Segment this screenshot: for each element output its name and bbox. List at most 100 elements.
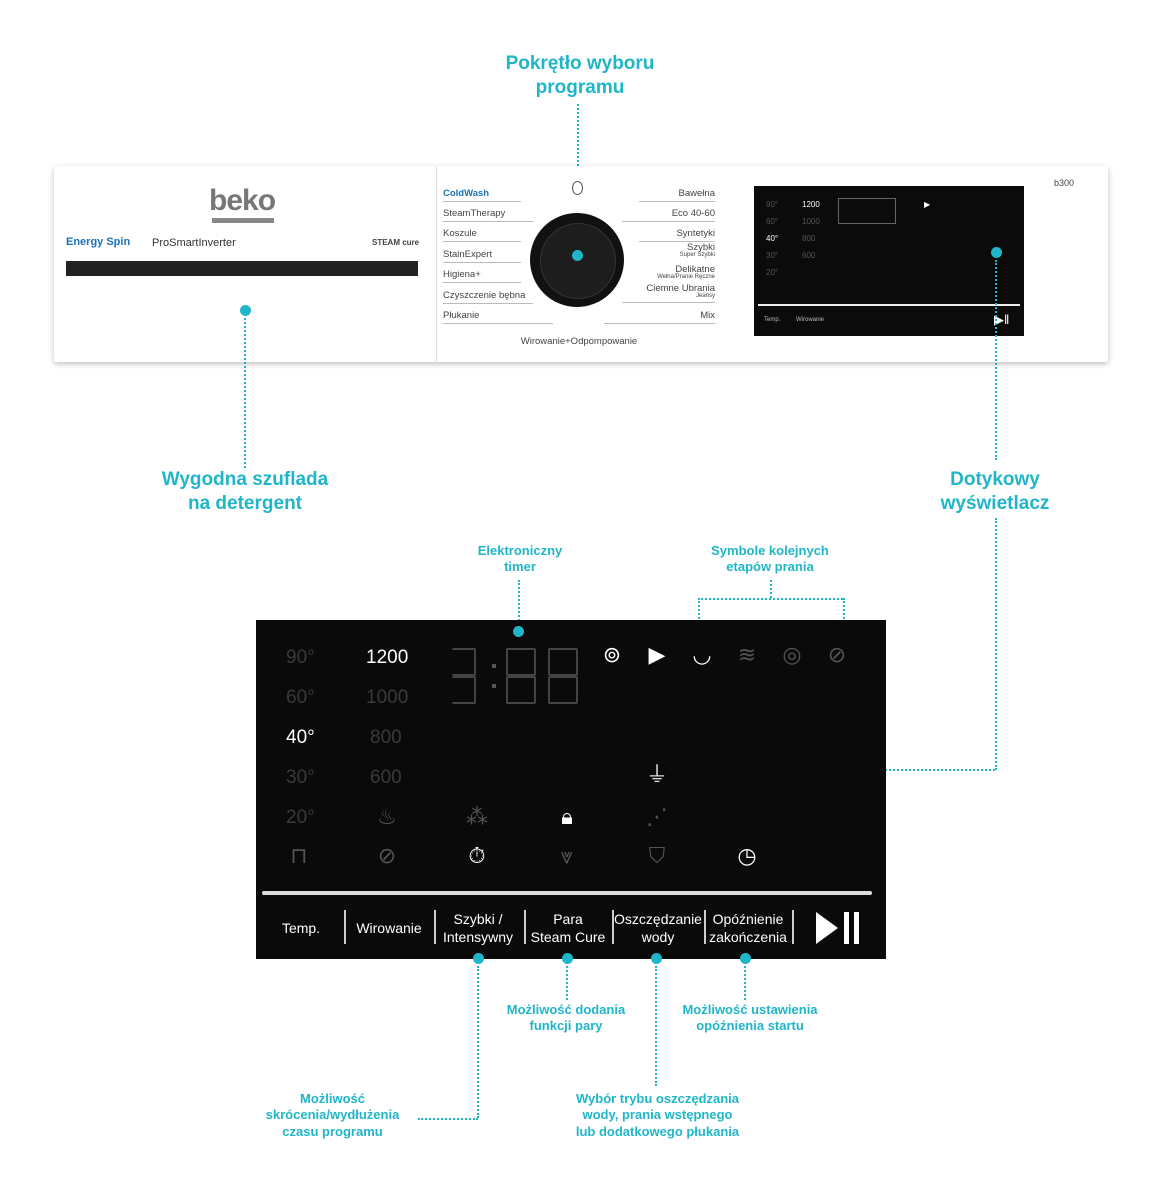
program-coldwash: ColdWash	[443, 188, 490, 199]
mini-timer-digits	[838, 198, 896, 224]
timer-digit-1	[452, 648, 476, 676]
spin-1200[interactable]: 1200	[366, 647, 409, 668]
button-separator	[612, 910, 614, 944]
steamcure-label: STEAM cure	[372, 238, 420, 247]
callout-knob-text: Pokrętło wyboru programu	[505, 53, 655, 98]
program-line	[443, 262, 521, 263]
program-line	[443, 201, 521, 202]
display-leader-bottom	[995, 518, 997, 770]
play-pause-icon[interactable]	[814, 910, 864, 946]
spin-button[interactable]: Wirowanie	[348, 908, 430, 948]
steam-button-label-2: Steam Cure	[530, 929, 606, 945]
program-szybki-sub: Super Szybki	[679, 252, 715, 258]
program-eco: Eco 40-60	[671, 208, 715, 219]
quick-leader-vertical	[477, 966, 479, 1118]
program-line	[639, 201, 715, 202]
display-leader-top	[995, 260, 997, 460]
steam-button-label-1: Para	[553, 911, 583, 927]
steam-cure-button[interactable]: Para Steam Cure	[528, 908, 608, 948]
callout-stages-line2: etapów prania	[726, 559, 814, 575]
delay-end-button[interactable]: Opóźnienie zakończenia	[706, 908, 790, 948]
temp-20[interactable]: 20°	[286, 807, 315, 828]
program-line	[443, 241, 521, 242]
button-separator	[434, 910, 436, 944]
stages-leader-center	[770, 580, 772, 598]
mini-touch-display[interactable]: 90° 60° 40° 30° 20° 1200 1000 800 600 ▶	[754, 186, 1024, 336]
timer-digit-3	[548, 648, 578, 676]
steam-leader-line	[566, 966, 568, 1000]
spin-button-label: Wirowanie	[356, 920, 422, 936]
mini-btn-spin[interactable]: Wirowanie	[796, 317, 825, 323]
touch-display[interactable]: 90° 60° 40° 30° 20° 1200 1000 800 600 ⊚ …	[256, 620, 886, 959]
electronic-timer	[452, 648, 582, 706]
mini-btn-temp[interactable]: Temp.	[764, 317, 781, 323]
program-wirowanie-odpompowanie: Wirowanie+Odpompowanie	[520, 336, 638, 347]
button-separator	[704, 910, 706, 944]
spin-800[interactable]: 800	[370, 727, 402, 748]
timer-dot	[513, 626, 524, 637]
rinse-stage-icon: ≋	[737, 642, 757, 667]
quick-intensive-button[interactable]: Szybki / Intensywny	[438, 908, 518, 948]
temp-button[interactable]: Temp.	[268, 908, 334, 948]
water-save-button[interactable]: Oszczędzanie wody	[614, 908, 702, 948]
program-koszule: Koszule	[443, 228, 477, 239]
callout-drawer: Wygodna szuflada na detergent	[140, 468, 350, 516]
program-czyszczenie: Czyszczenie bębna	[443, 290, 526, 301]
prosmart-label: ProSmartInverter	[152, 237, 236, 249]
callout-shorten-line1: Możliwość	[299, 1091, 365, 1106]
callout-delay-line2: opóźnienia startu	[696, 1018, 804, 1034]
drain-icon: ⏚	[645, 762, 668, 787]
temp-90[interactable]: 90°	[286, 647, 315, 668]
delay-timer-icon: ◷	[737, 843, 757, 868]
callout-timer-line1: Elektroniczny	[477, 543, 563, 558]
delay-dot	[740, 953, 751, 964]
temp-button-label: Temp.	[281, 920, 321, 936]
quick-button-label-1: Szybki /	[453, 911, 503, 927]
spin-600[interactable]: 600	[370, 767, 402, 788]
callout-shorten-line3: czasu programu	[282, 1123, 383, 1139]
callout-display-line1: Dotykowy	[950, 469, 1040, 490]
delay-button-label-1: Opóźnienie	[712, 911, 784, 927]
program-knob-inner[interactable]	[540, 223, 616, 299]
extra-rinse-icon: ⁂	[466, 804, 488, 829]
program-bawelna: Bawełna	[678, 188, 715, 199]
mini-temp-90: 90°	[766, 200, 779, 209]
child-lock-status-icon: ⊚	[602, 642, 622, 667]
callout-steam: Możliwość dodania funkcji pary	[496, 1002, 636, 1035]
program-szybki: Szybki	[687, 242, 715, 253]
callout-stages: Symbole kolejnych etapów prania	[690, 543, 850, 576]
timer-digit-3b	[548, 676, 578, 704]
program-line	[443, 221, 533, 222]
knob-top-marker	[572, 181, 583, 195]
water-dot	[651, 953, 662, 964]
program-line	[622, 221, 715, 222]
water-tap-off-icon: ⊘	[827, 642, 847, 667]
callout-drawer-line2: na detergent	[187, 492, 303, 514]
temp-60[interactable]: 60°	[286, 687, 315, 708]
spin-1000[interactable]: 1000	[366, 687, 409, 708]
temp-30[interactable]: 30°	[286, 767, 315, 788]
callout-display: Dotykowy wyświetlacz	[905, 468, 1085, 516]
lock-icon: 🔒︎	[561, 804, 573, 829]
detergent-drawer-handle[interactable]	[66, 261, 418, 276]
tap-icon: ⊓	[290, 843, 308, 868]
callout-timer-line2: timer	[504, 559, 536, 575]
program-line	[443, 323, 553, 324]
program-line	[622, 302, 715, 303]
quick-leader-horizontal	[418, 1118, 478, 1120]
timer-digit-2	[506, 648, 536, 676]
water-leader-line	[655, 966, 657, 1086]
button-separator	[524, 910, 526, 944]
program-delikatne: Delikatne	[675, 264, 715, 275]
timer-colon	[492, 684, 496, 688]
temp-40[interactable]: 40°	[286, 727, 315, 748]
callout-timer: Elektroniczny timer	[455, 543, 585, 576]
display-separator-bar	[262, 891, 872, 895]
mini-temp-20: 20°	[766, 268, 779, 277]
callout-delay-line1: Możliwość ustawienia	[682, 1002, 818, 1017]
program-line	[443, 282, 521, 283]
delay-button-label-2: zakończenia	[709, 929, 787, 945]
mini-play-pause-icon[interactable]: ▶‖	[994, 312, 1010, 327]
program-ciemne: Ciemne Ubrania	[646, 283, 715, 294]
stages-leader-horizontal	[698, 598, 843, 600]
